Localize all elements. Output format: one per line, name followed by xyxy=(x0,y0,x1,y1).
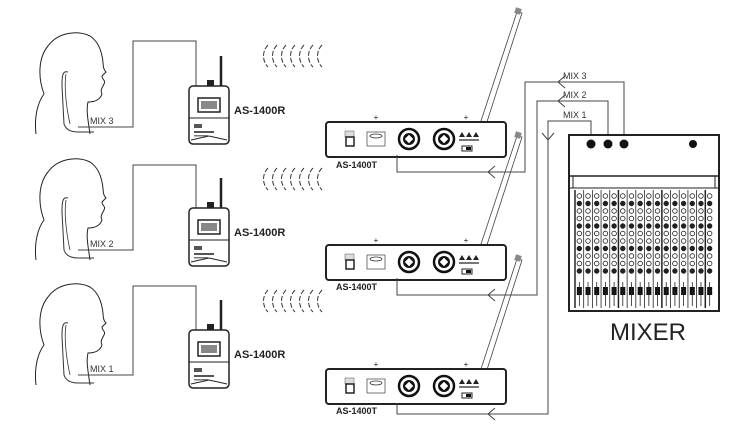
mixer-channel-strip xyxy=(670,190,678,308)
mixer-channel-strip xyxy=(609,190,617,308)
mixer-channel-strip xyxy=(617,190,626,308)
transmitter-antennas xyxy=(470,7,523,399)
rx-mix-label-2: MIX 2 xyxy=(90,239,114,249)
bus-label-mix3: MIX 3 xyxy=(563,71,587,81)
transmitter-panel-icon-1 xyxy=(324,111,508,159)
bodypack-receiver-icon-3 xyxy=(187,298,231,390)
mixer-channel-strip xyxy=(626,190,635,308)
mixer-channel-strip xyxy=(696,190,704,308)
receiver-model-label-3: AS-1400R xyxy=(234,349,285,361)
transmitter-panel-icon-3 xyxy=(324,358,508,406)
bodypack-receiver-icon-2 xyxy=(187,176,231,268)
transmitter-model-label-1: AS-1400T xyxy=(336,160,378,170)
mixer-label: MIXER xyxy=(610,319,686,346)
receiver-model-label-1: AS-1400R xyxy=(234,105,285,117)
mixer-channel-strip xyxy=(652,190,661,308)
wireless-signal-icon-2 xyxy=(263,167,323,191)
mixer-channel-strip xyxy=(635,190,643,308)
bodypack-receiver-icon-1 xyxy=(187,54,231,146)
aux-send-cables xyxy=(396,75,625,421)
receiver-model-label-2: AS-1400R xyxy=(234,227,285,239)
mixer-channel-strip xyxy=(678,190,687,308)
mixer-channel-strip xyxy=(644,190,652,308)
transmitter-model-label-2: AS-1400T xyxy=(336,282,378,292)
wireless-signal-icon-3 xyxy=(263,289,323,313)
wireless-signal-icon-1 xyxy=(263,44,323,68)
transmitter-panel-icon-2 xyxy=(324,234,508,282)
mixer-channel-strip xyxy=(574,190,583,308)
rx-mix-label-3: MIX 1 xyxy=(90,364,114,374)
rx-mix-label-1: MIX 3 xyxy=(90,116,114,126)
mixer-icon xyxy=(568,134,720,312)
mixer-channel-strip xyxy=(583,190,591,308)
mixer-channel-strip xyxy=(600,190,609,308)
mixer-channel-strip xyxy=(704,190,713,308)
mixer-channel-strip xyxy=(687,190,695,308)
bus-label-mix2: MIX 2 xyxy=(563,90,587,100)
mixer-channel-strip xyxy=(591,190,600,308)
transmitter-model-label-3: AS-1400T xyxy=(336,406,378,416)
bus-label-mix1: MIX 1 xyxy=(563,110,587,120)
mixer-channel-strip xyxy=(661,190,669,308)
earphone-cables xyxy=(78,40,197,376)
